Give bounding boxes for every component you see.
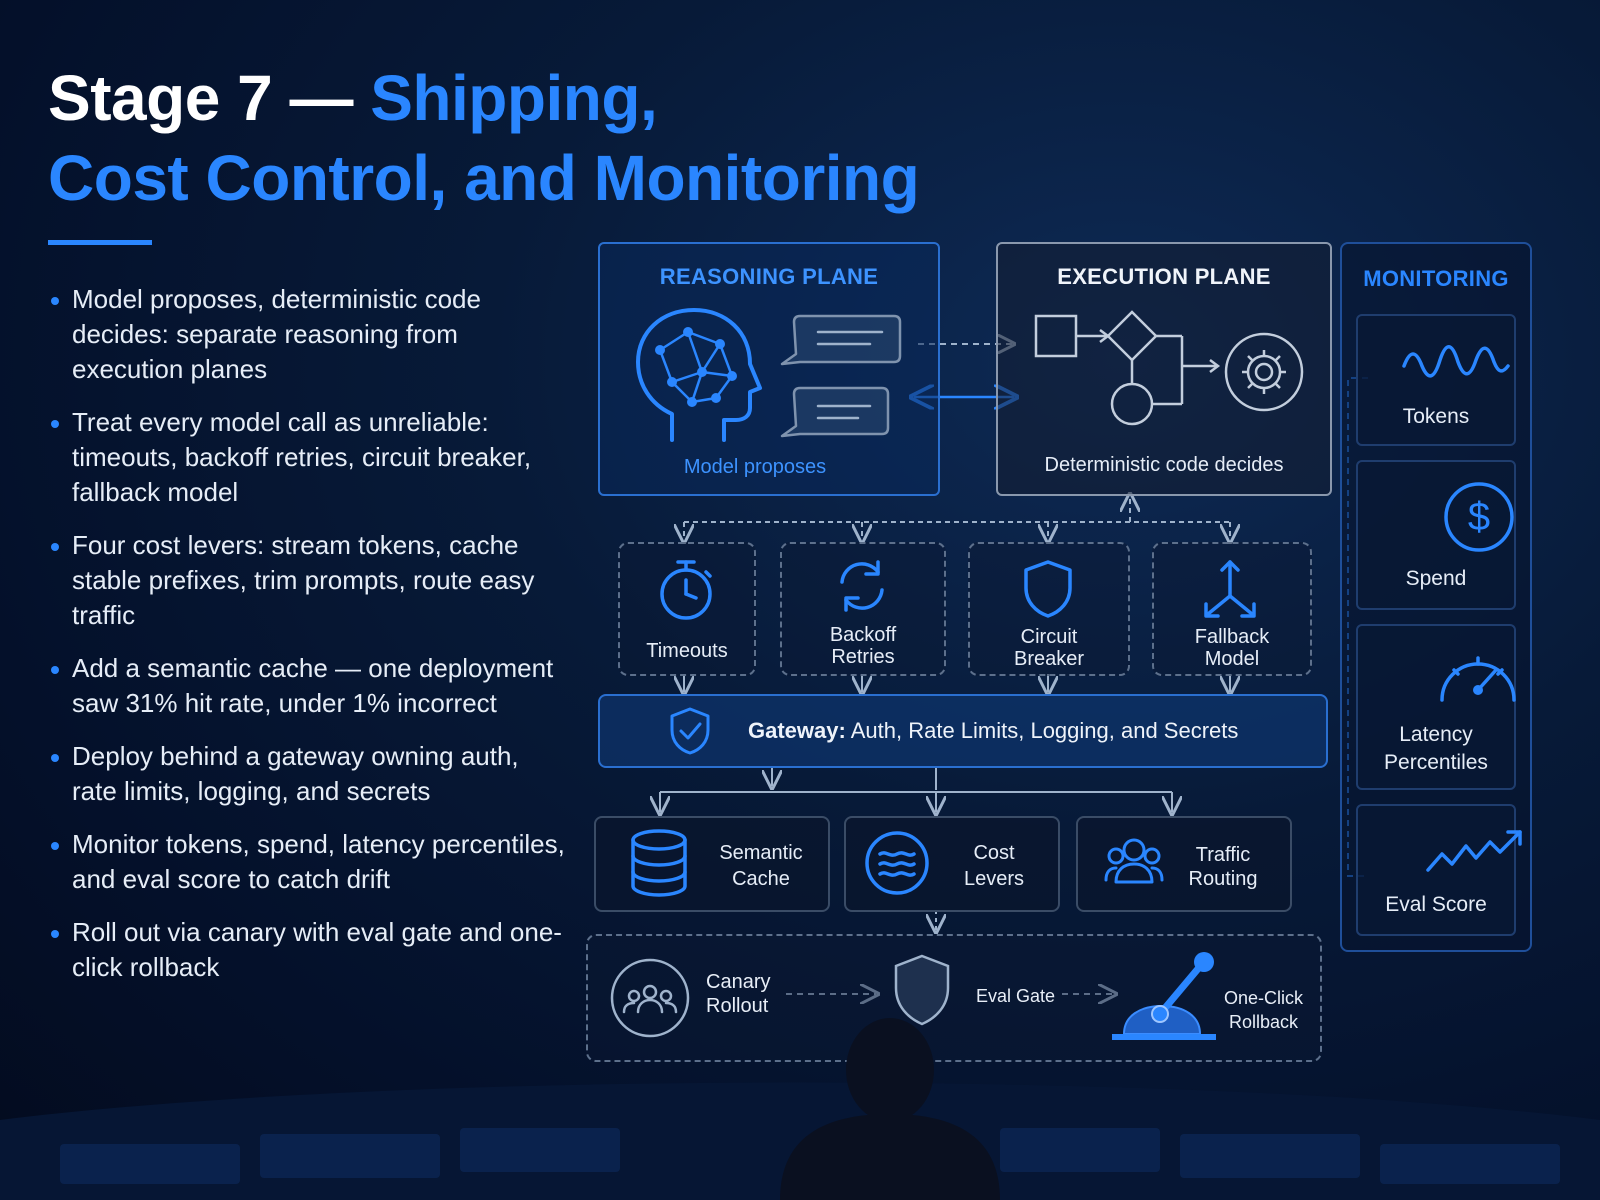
backoff-label-2: Retries <box>831 646 895 668</box>
gauge-icon <box>1440 656 1516 702</box>
title-shipping: Shipping, <box>370 62 658 134</box>
bullet-list: Model proposes, deterministic code decid… <box>48 282 568 1003</box>
stopwatch-icon <box>660 560 712 620</box>
eval-score-label: Eval Score <box>1385 893 1487 916</box>
gateway-bar: Gateway: Auth, Rate Limits, Logging, and… <box>598 694 1328 768</box>
reasoning-plane-panel: REASONING PLANE Model proposes <box>598 242 940 496</box>
branching-arrows-icon <box>1204 560 1256 618</box>
circuit-breaker-card: Circuit Breaker <box>968 542 1130 676</box>
routing-label-1: Traffic <box>1195 844 1251 866</box>
operator-silhouette <box>780 1018 1000 1200</box>
cache-label-1: Semantic <box>719 842 803 864</box>
eval-gate-label: Eval Gate <box>976 986 1056 1006</box>
cost-label-1: Cost <box>973 842 1015 864</box>
canary-users-icon <box>610 958 690 1038</box>
waves-circle-icon <box>865 831 929 895</box>
backoff-label-1: Backoff <box>829 624 897 646</box>
bullet-item: Add a semantic cache — one deployment sa… <box>48 651 568 721</box>
latency-card: Latency Percentiles <box>1356 624 1516 790</box>
tokens-label: Tokens <box>1402 405 1470 428</box>
bullet-item: Four cost levers: stream tokens, cache s… <box>48 528 568 633</box>
cost-label-2: Levers <box>963 868 1025 890</box>
monitoring-header: MONITORING <box>1363 266 1509 291</box>
rollback-label-2: Rollback <box>1228 1012 1299 1032</box>
trend-up-icon <box>1426 830 1522 872</box>
bullet-item: Deploy behind a gateway owning auth, rat… <box>48 739 568 809</box>
wave-icon <box>1402 345 1510 378</box>
rollback-lever-icon <box>1112 952 1216 1040</box>
circuit-label-2: Breaker <box>1013 648 1085 670</box>
control-room-backdrop <box>0 1082 1600 1200</box>
fallback-label-1: Fallback <box>1194 626 1270 648</box>
page-title: Stage 7 — Shipping, Cost Control, and Mo… <box>48 58 920 218</box>
rollback-label: One-Click Rollback <box>1224 986 1303 1034</box>
fallback-label-2: Model <box>1204 648 1260 670</box>
spend-label: Spend <box>1405 567 1467 590</box>
title-cost-monitoring: Cost Control, and Monitoring <box>48 142 920 214</box>
refresh-icon <box>840 560 884 612</box>
shield-check-icon <box>670 707 710 755</box>
dollar-icon: $ <box>1444 482 1514 552</box>
routing-label-2: Routing <box>1188 868 1258 890</box>
flowchart-icon <box>1034 310 1304 426</box>
bullet-item: Roll out via canary with eval gate and o… <box>48 915 568 985</box>
cache-label-2: Cache <box>732 868 790 890</box>
bullet-item: Monitor tokens, spend, latency percentil… <box>48 827 568 897</box>
tokens-card: Tokens <box>1356 314 1516 446</box>
brain-head-icon <box>636 308 762 442</box>
users-icon <box>1104 838 1164 884</box>
gateway-label-rest: Auth, Rate Limits, Logging, and Secrets <box>845 718 1239 743</box>
latency-label-2: Percentiles <box>1384 751 1488 774</box>
gateway-label-bold: Gateway: <box>748 718 846 743</box>
canary-label-1: Canary <box>706 971 771 993</box>
execution-plane-panel: EXECUTION PLANE Deterministic code decid… <box>996 242 1332 496</box>
latency-label-1: Latency <box>1399 723 1473 746</box>
database-icon <box>631 829 687 897</box>
bullet-item: Model proposes, deterministic code decid… <box>48 282 568 387</box>
canary-label-2: Rollout <box>706 995 769 1017</box>
title-stage: Stage 7 — <box>48 62 371 134</box>
gateway-label: Gateway: Auth, Rate Limits, Logging, and… <box>748 718 1238 744</box>
timeouts-label: Timeouts <box>646 640 728 662</box>
execution-caption: Deterministic code decides <box>1044 454 1284 476</box>
bullet-item: Treat every model call as unreliable: ti… <box>48 405 568 510</box>
rollback-label-1: One-Click <box>1224 988 1304 1008</box>
svg-text:$: $ <box>1468 495 1490 539</box>
eval-score-card: Eval Score <box>1356 804 1516 936</box>
execution-plane-header: EXECUTION PLANE <box>1057 264 1271 289</box>
shield-icon <box>1024 560 1072 618</box>
eval-gate-shield-icon <box>894 954 950 1026</box>
chat-bubbles-icon <box>780 314 902 438</box>
circuit-label-1: Circuit <box>1020 626 1078 648</box>
title-underline <box>48 240 152 245</box>
reasoning-caption: Model proposes <box>683 456 827 478</box>
canary-label: Canary Rollout <box>706 970 770 1018</box>
traffic-routing-box: Traffic Routing <box>1076 816 1292 912</box>
reasoning-plane-header: REASONING PLANE <box>659 264 879 289</box>
